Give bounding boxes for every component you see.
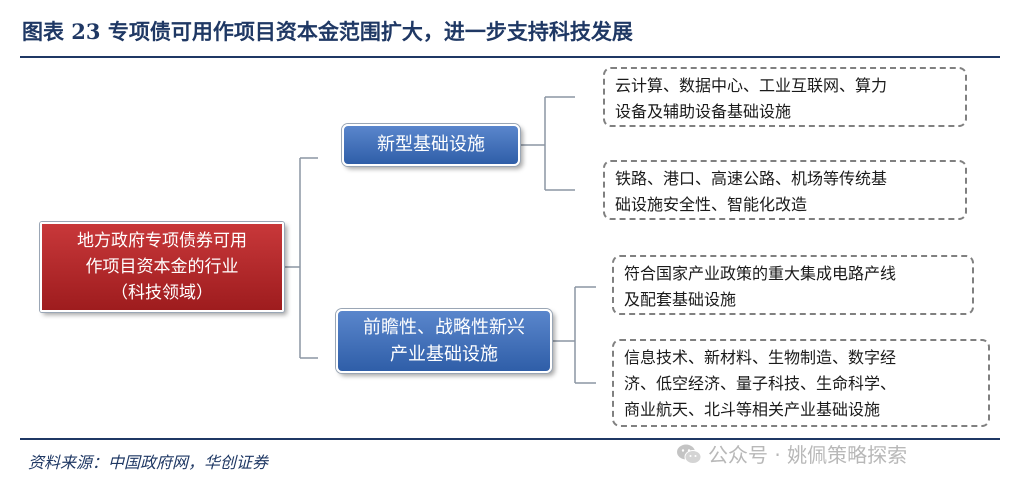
branch-2-connector [553,286,596,384]
leaf-2-line-2: 础设施安全性、智能化改造 [615,195,808,214]
watermark: 公众号 · 姚佩策略探索 [676,439,907,468]
leaf-3-line-2: 及配套基础设施 [624,290,737,309]
leaf-2-line-1: 铁路、港口、高速公路、机场等传统基 [615,169,888,188]
leaf-node: 铁路、港口、高速公路、机场等传统基 础设施安全性、智能化改造 [603,160,967,220]
title-rule [20,56,1000,58]
leaf-node: 信息技术、新材料、生物制造、数字经 济、低空经济、量子科技、生命科学、 商业航天… [612,339,990,427]
leaf-4-line-1: 信息技术、新材料、生物制造、数字经 [624,348,897,367]
footer-rule [20,438,1000,440]
root-line-1: 地方政府专项债券可用 [77,231,247,251]
branch-node-new-infrastructure: 新型基础设施 [342,124,520,166]
source-note: 资料来源：中国政府网，华创证券 [28,453,269,472]
branch-1-label: 新型基础设施 [377,134,485,155]
figure-title: 图表 23 专项债可用作项目资本金范围扩大，进一步支持科技发展 [22,19,633,44]
branch-1-connector [521,96,575,191]
leaf-1-line-1: 云计算、数据中心、工业互联网、算力 [615,76,888,95]
watermark-text: 公众号 · 姚佩策略探索 [708,443,908,467]
leaf-node: 云计算、数据中心、工业互联网、算力 设备及辅助设备基础设施 [603,67,967,127]
leaf-4-line-3: 商业航天、北斗等相关产业基础设施 [624,400,881,419]
leaf-3-line-1: 符合国家产业政策的重大集成电路产线 [624,264,897,283]
root-node: 地方政府专项债券可用 作项目资本金的行业 （科技领域） [40,222,284,312]
branch-2-line-1: 前瞻性、战略性新兴 [363,317,525,338]
root-line-2: 作项目资本金的行业 [85,257,239,277]
leaf-node: 符合国家产业政策的重大集成电路产线 及配套基础设施 [612,255,974,315]
root-line-3: （科技领域） [111,283,213,303]
leaf-1-line-2: 设备及辅助设备基础设施 [615,102,792,121]
wechat-icon [677,444,702,464]
leaf-4-line-2: 济、低空经济、量子科技、生命科学、 [624,374,897,393]
root-connector [284,157,318,359]
branch-node-strategic-industries: 前瞻性、战略性新兴 产业基础设施 [336,309,552,373]
branch-2-line-2: 产业基础设施 [390,344,498,365]
